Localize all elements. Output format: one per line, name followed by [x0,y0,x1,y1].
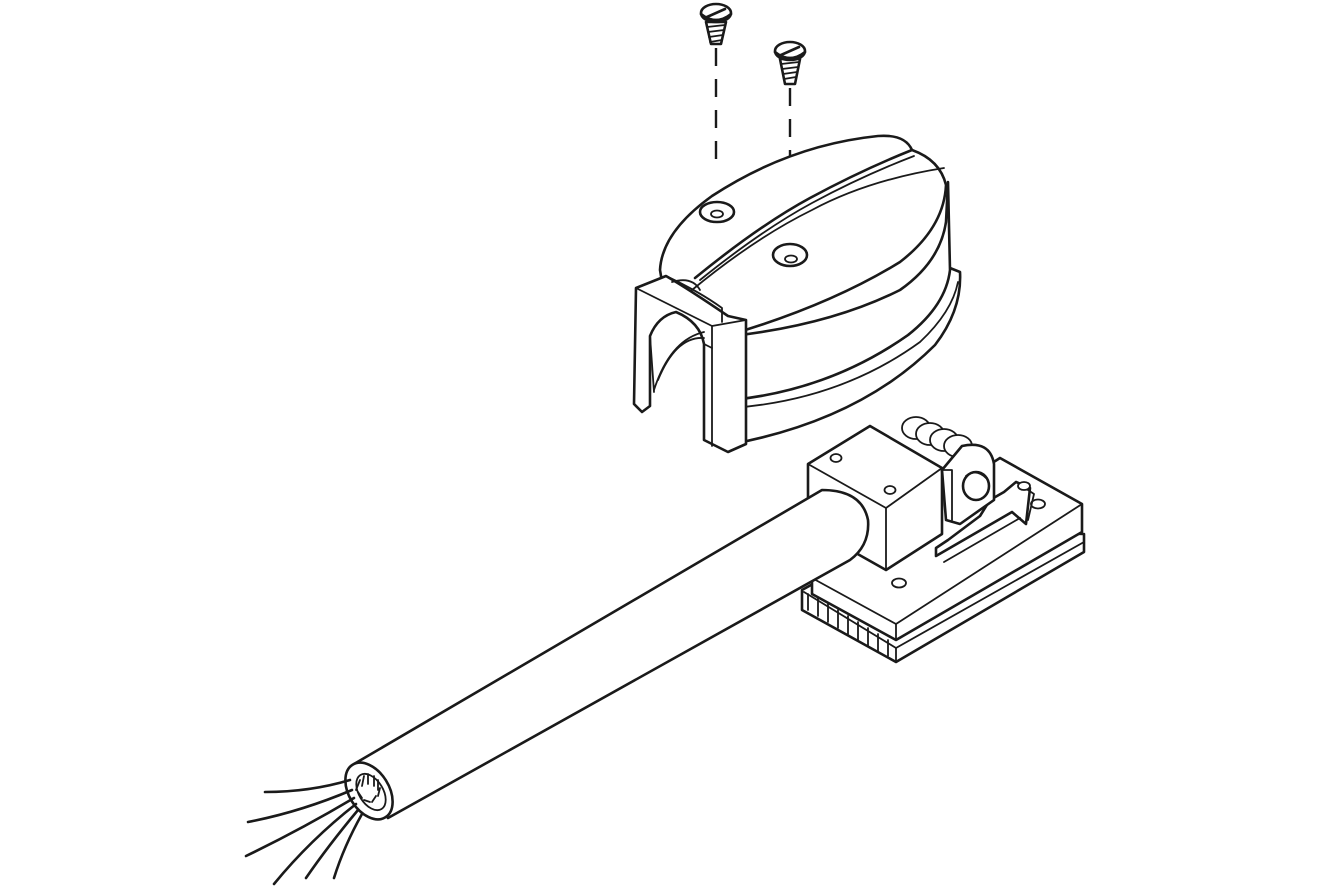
screw-left [699,2,733,46]
round-cable [344,488,870,821]
strain-relief-cover [632,134,962,454]
terminal-comb-teeth [803,591,897,657]
screw-right [773,40,807,86]
stripped-wires [244,778,364,886]
